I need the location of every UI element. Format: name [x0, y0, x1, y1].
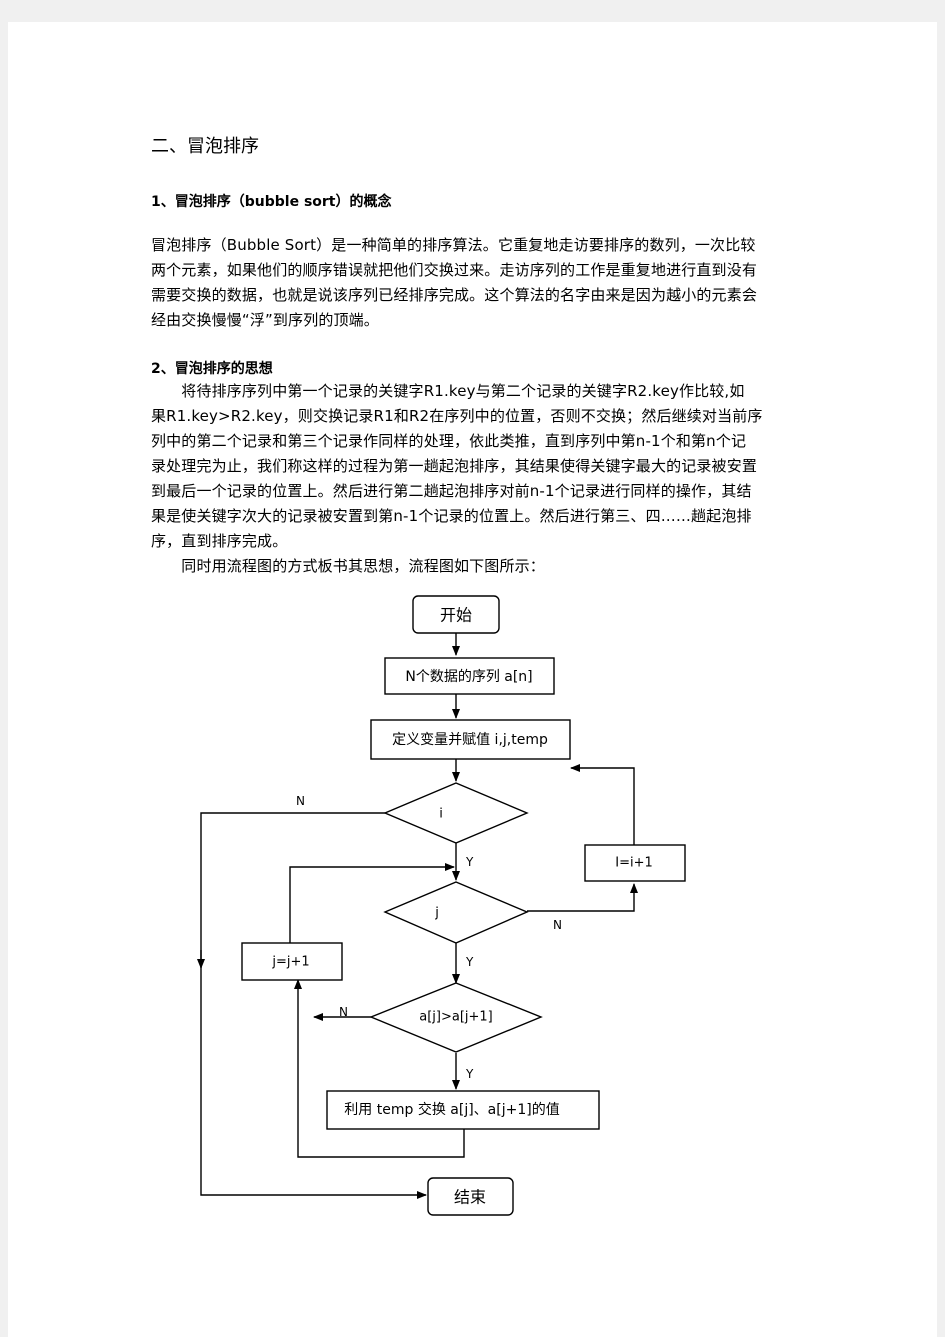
text-line: 两个元素，如果他们的顺序错误就把他们交换过来。走访序列的工作是重复地进行直到没有	[151, 261, 758, 279]
input-node	[384, 657, 555, 695]
inc-j-node	[241, 942, 343, 981]
arrow-swap-to-inc-j	[294, 979, 465, 1158]
compare-yes-label: Y	[465, 1067, 474, 1081]
compare-diamond	[369, 982, 543, 1053]
start-label: 开始	[440, 606, 472, 625]
section-1-heading: 1、冒泡排序（bubble sort）的概念	[151, 194, 392, 210]
cond-j-no-label: N	[553, 918, 562, 932]
section-2-heading: 2、冒泡排序的思想	[151, 361, 273, 377]
text-line: 将待排序序列中第一个记录的关键字R1.key与第二个记录的关键字R2.key作比…	[151, 382, 745, 400]
cond-i-no-label: N	[296, 794, 305, 808]
cond-j-diamond	[383, 881, 529, 944]
arrow-inc-i-to-cond-i	[570, 764, 635, 845]
compare-label: a[j]>a[j+1]	[419, 1010, 493, 1025]
cond-i-diamond	[383, 782, 529, 844]
text-line: 需要交换的数据，也就是说该序列已经排序完成。这个算法的名字由来是因为越小的元素会	[151, 286, 758, 304]
swap-node	[326, 1090, 600, 1130]
section-1-paragraph: 冒泡排序（Bubble Sort）是一种简单的排序算法。它重复地走访要排序的数列…	[151, 233, 811, 333]
cond-i-yes-label: Y	[465, 855, 474, 869]
inc-i-node	[584, 844, 686, 882]
text-line: 序，直到排序完成。	[151, 532, 288, 550]
text-line: 果是使关键字次大的记录被安置到第n-1个记录的位置上。然后进行第三、四……趟起泡…	[151, 507, 752, 525]
page-title: 二、冒泡排序	[151, 136, 259, 157]
cond-j-label: j	[434, 906, 439, 921]
inc-i-label: I=i+1	[615, 856, 653, 871]
arrow-inc-j-to-cond-j	[289, 863, 455, 943]
text-line: 经由交换慢慢“浮”到序列的顶端。	[151, 311, 379, 329]
section-2-paragraph: 将待排序序列中第一个记录的关键字R1.key与第二个记录的关键字R2.key作比…	[151, 379, 811, 579]
arrow-cond-j-no	[527, 883, 638, 912]
cond-i-label: i	[439, 807, 443, 822]
inc-j-label: j=j+1	[271, 955, 309, 970]
text-line: 列中的第二个记录和第三个记录作同样的处理，依此类推，直到序列中第n-1个和第n个…	[151, 432, 747, 450]
swap-label: 利用 temp 交换 a[j]、a[j+1]的值	[344, 1101, 559, 1118]
init-node	[370, 719, 571, 760]
end-node	[427, 1177, 514, 1216]
arrow-cond-i-no	[200, 812, 427, 1199]
cond-j-yes-label: Y	[465, 955, 474, 969]
start-node	[412, 595, 500, 634]
init-label: 定义变量并赋值 i,j,temp	[392, 732, 548, 748]
input-label: N个数据的序列 a[n]	[405, 669, 532, 685]
text-line: 果R1.key>R2.key，则交换记录R1和R2在序列中的位置，否则不交换；然…	[151, 407, 763, 425]
text-line: 录处理完为止，我们称这样的过程为第一趟起泡排序，其结果使得关键字最大的记录被安置	[151, 457, 758, 475]
text-line: 到最后一个记录的位置上。然后进行第二趟起泡排序对前n-1个记录进行同样的操作，其…	[151, 482, 752, 500]
compare-no-label: N	[339, 1005, 348, 1019]
end-label: 结束	[454, 1188, 486, 1207]
text-line: 冒泡排序（Bubble Sort）是一种简单的排序算法。它重复地走访要排序的数列…	[151, 236, 756, 254]
text-line: 同时用流程图的方式板书其思想，流程图如下图所示：	[151, 557, 545, 575]
